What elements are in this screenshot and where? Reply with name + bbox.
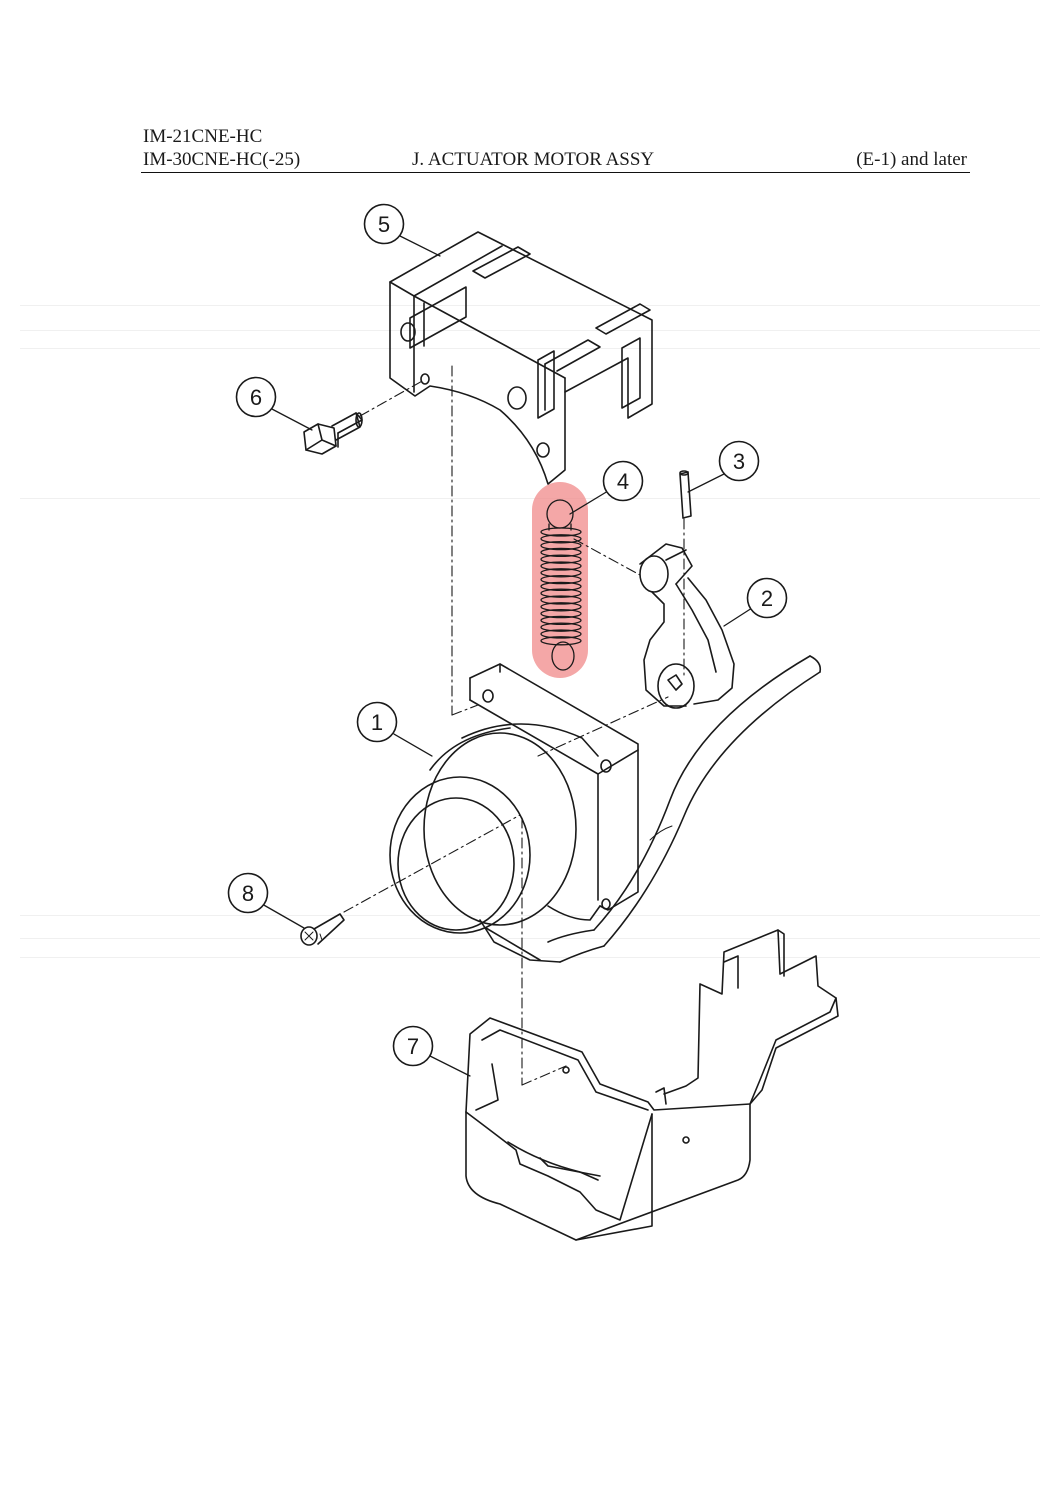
actuator-motor-drawing xyxy=(389,655,822,963)
spring-coil xyxy=(540,547,582,558)
svg-text:7: 7 xyxy=(407,1034,419,1059)
revision-note: (E-1) and later xyxy=(856,149,967,170)
spring-coil xyxy=(540,629,582,639)
svg-text:3: 3 xyxy=(733,449,745,474)
scan-line xyxy=(20,915,1040,916)
spring-coil xyxy=(540,527,582,537)
svg-text:1: 1 xyxy=(371,710,383,735)
callout-6: 6 xyxy=(235,376,277,418)
spring-coil xyxy=(540,561,582,571)
callout-1: 1 xyxy=(356,701,398,743)
leader-lines xyxy=(261,235,753,1077)
spring-highlight xyxy=(532,482,588,678)
callout-4: 4 xyxy=(602,460,644,502)
svg-text:4: 4 xyxy=(617,469,629,494)
spring-coil xyxy=(540,622,582,632)
svg-text:8: 8 xyxy=(242,881,254,906)
callout-2: 2 xyxy=(746,577,788,619)
model-number-1: IM-21CNE-HC xyxy=(143,126,263,147)
motor-cover-drawing xyxy=(465,929,839,1241)
scan-line xyxy=(20,957,1040,958)
spring-drawing xyxy=(540,499,582,671)
scan-line xyxy=(20,348,1040,349)
spring-coil xyxy=(540,615,582,626)
callout-3: 3 xyxy=(718,440,760,482)
scan-line xyxy=(20,498,1040,499)
spring-coil xyxy=(540,534,582,544)
page-title: J. ACTUATOR MOTOR ASSY xyxy=(412,149,655,170)
spring-coil xyxy=(540,540,582,551)
svg-text:6: 6 xyxy=(250,385,262,410)
screw-drawing xyxy=(300,913,345,946)
spring-coil xyxy=(540,602,582,612)
spring-coil xyxy=(540,568,582,578)
assembly-lines xyxy=(343,365,685,1086)
scan-line xyxy=(20,330,1040,331)
lever-drawing xyxy=(639,543,735,709)
svg-text:5: 5 xyxy=(378,212,390,237)
callout-5: 5 xyxy=(363,203,405,245)
pin-drawing xyxy=(679,470,692,519)
scan-line xyxy=(20,938,1040,939)
spring-coil xyxy=(540,588,582,598)
spring-coil xyxy=(540,636,582,646)
hex-bolt-drawing xyxy=(303,412,363,455)
callout-7: 7 xyxy=(392,1025,434,1067)
spring-coil xyxy=(540,554,582,564)
model-number-2: IM-30CNE-HC(-25) xyxy=(143,149,301,170)
spring-coil xyxy=(540,595,582,605)
motor-bracket-drawing xyxy=(389,231,653,485)
spring-coil xyxy=(540,608,582,619)
spring-coil xyxy=(540,574,582,585)
scan-line xyxy=(20,305,1040,306)
svg-text:2: 2 xyxy=(761,586,773,611)
spring-coil xyxy=(540,581,582,592)
callout-8: 8 xyxy=(227,872,269,914)
header-rule xyxy=(141,172,970,173)
